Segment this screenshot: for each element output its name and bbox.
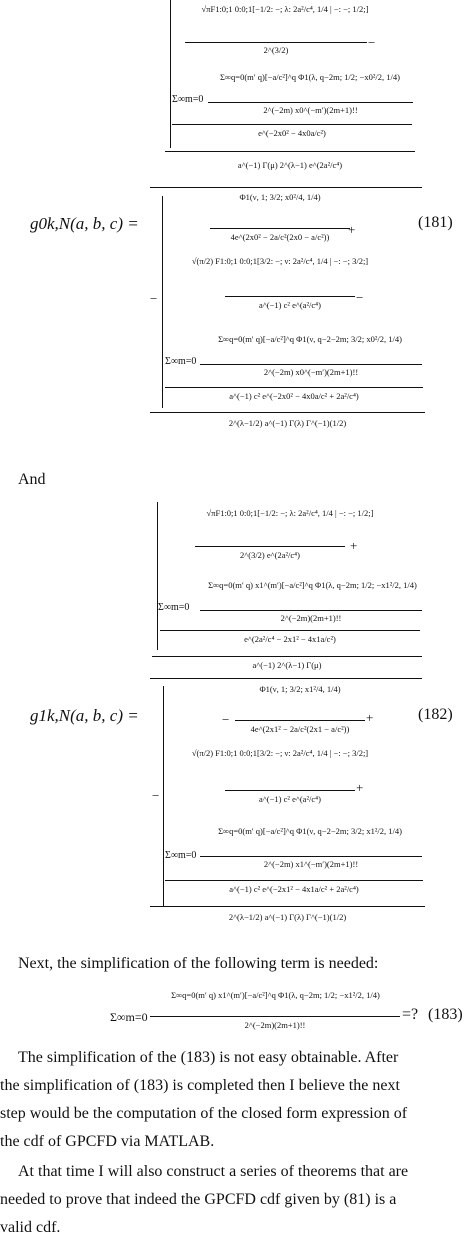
fraction-bar bbox=[150, 412, 425, 413]
fraction-bar bbox=[200, 364, 422, 365]
fraction-bar bbox=[150, 906, 425, 907]
inner-sum-denominator: 2^(−2m)(2m+1)!! bbox=[280, 613, 342, 623]
phi-denominator: 4e^(2x0² − 2a/c²(2x0 − a/c²)) bbox=[230, 232, 330, 242]
fraction-bar bbox=[208, 102, 413, 103]
bracket-rule bbox=[163, 686, 164, 906]
operator-minus: − bbox=[152, 788, 160, 803]
hypergeometric-denominator: a^(−1) c² e^(a²/c⁴) bbox=[259, 794, 321, 804]
hypergeometric-denominator: a^(−1) c² e^(a²/c⁴) bbox=[259, 300, 321, 310]
inner-sum-numerator: Σ∞q=0(m′ q)[−a/c²]^q Φ1(ν, q−2−2m; 3/2; … bbox=[218, 334, 402, 344]
hypergeometric-denominator: 2^(3/2) e^(2a²/c⁴) bbox=[240, 550, 300, 560]
equation-rhs: =? bbox=[402, 1006, 419, 1023]
bracket-rule bbox=[162, 196, 163, 408]
body-text-line: valid cdf. bbox=[0, 1219, 61, 1236]
inner-sum-numerator: Σ∞q=0(m′ q)[−a/c²]^q Φ1(λ, q−2m; 1/2; −x… bbox=[220, 72, 400, 82]
inner-sum-numerator: Σ∞q=0(m′ q) x1^(m′)[−a/c²]^q Φ1(λ, q−2m;… bbox=[208, 580, 417, 590]
inner-sum-numerator: Σ∞q=0(m′ q)[−a/c²]^q Φ1(ν, q−2−2m; 3/2; … bbox=[218, 826, 402, 836]
fraction-bar bbox=[172, 124, 412, 125]
fraction-bar bbox=[210, 228, 350, 229]
phi-denominator: 4e^(2x1² − 2a/c²(2x1 − a/c²)) bbox=[250, 724, 350, 734]
body-text-line: the cdf of GPCFD via MATLAB. bbox=[0, 1133, 215, 1150]
operator-minus: − bbox=[356, 290, 364, 305]
main-fraction-bar bbox=[150, 678, 422, 679]
operator-plus: + bbox=[350, 538, 358, 553]
operator-minus: − bbox=[222, 712, 230, 727]
operator-plus: + bbox=[366, 710, 374, 725]
bracket-rule bbox=[157, 502, 158, 650]
fraction-bar bbox=[152, 656, 422, 657]
bottom-block-denominator: 2^(λ−1/2) a^(−1) Γ(λ) Γ^(−1)(1/2) bbox=[228, 912, 347, 922]
sum-symbol: Σ∞m=0 bbox=[165, 850, 197, 861]
exponential-denominator: e^(2a²/c⁴ − 2x1² − 4x1a/c²) bbox=[244, 634, 336, 644]
top-block-denominator: a^(−1) Γ(μ) 2^(λ−1) e^(2a²/c⁴) bbox=[237, 160, 343, 170]
hypergeometric-numerator: √πF1:0;1 0:0;1[−1/2: −; λ: 2a²/c⁴, 1/4 |… bbox=[201, 4, 369, 14]
body-text-line: At that time I will also construct a ser… bbox=[18, 1163, 409, 1180]
equation-number: (181) bbox=[418, 214, 453, 231]
fraction-bar bbox=[165, 151, 415, 152]
exponential-denominator: a^(−1) c² e^(−2x1² − 4x1a/c² + 2a²/c⁴) bbox=[229, 884, 359, 894]
fraction-bar bbox=[185, 42, 367, 43]
sum-symbol: Σ∞m=0 bbox=[165, 356, 197, 367]
inner-sum-numerator: Σ∞q=0(m′ q) x1^(m′)[−a/c²]^q Φ1(λ, q−2m;… bbox=[171, 990, 380, 1000]
body-text-line: the simplification of (183) is completed… bbox=[0, 1077, 400, 1094]
fraction-bar bbox=[200, 856, 422, 857]
body-text: Next, the simplification of the followin… bbox=[18, 955, 379, 972]
main-fraction-bar bbox=[150, 187, 422, 188]
fraction-bar bbox=[195, 546, 345, 547]
hypergeometric-numerator: √(π/2) F1:0;1 0:0;1[3/2: −; ν: 2a²/c⁴, 1… bbox=[191, 256, 369, 266]
bottom-block-denominator: 2^(λ−1/2) a^(−1) Γ(λ) Γ^(−1)(1/2) bbox=[228, 418, 347, 428]
equation-lhs: g1k,N(a, b, c) = bbox=[30, 706, 139, 725]
fraction-bar bbox=[225, 296, 355, 297]
phi-numerator: Φ1(ν, 1; 3/2; x0²/4, 1/4) bbox=[239, 192, 321, 202]
operator-minus: − bbox=[150, 291, 158, 306]
body-text-line: needed to prove that indeed the GPCFD cd… bbox=[0, 1191, 397, 1208]
body-text: And bbox=[18, 471, 46, 488]
fraction-bar bbox=[160, 630, 420, 631]
fraction-bar bbox=[235, 720, 365, 721]
inner-sum-denominator: 2^(−2m) x0^(−m′)(2m+1)!! bbox=[263, 105, 358, 115]
operator-plus: + bbox=[356, 780, 364, 795]
operator-minus: − bbox=[368, 35, 376, 50]
equation-lhs: g0k,N(a, b, c) = bbox=[30, 214, 139, 233]
hypergeometric-numerator: √(π/2) F1:0;1 0:0;1[3/2: −; ν: 2a²/c⁴, 1… bbox=[191, 748, 369, 758]
phi-numerator: Φ1(ν, 1; 3/2; x1²/4, 1/4) bbox=[259, 684, 341, 694]
fraction-bar bbox=[165, 387, 423, 388]
exponential-denominator: a^(−1) c² e^(−2x0² − 4x0a/c² + 2a²/c⁴) bbox=[229, 391, 359, 401]
bracket-rule bbox=[170, 0, 171, 148]
sum-symbol: Σ∞m=0 bbox=[172, 94, 204, 105]
fraction-bar bbox=[200, 610, 422, 611]
inner-sum-denominator: 2^(−2m) x1^(−m′)(2m+1)!! bbox=[263, 859, 359, 869]
fraction-bar bbox=[165, 880, 423, 881]
operator-plus: + bbox=[348, 222, 356, 237]
sum-symbol: Σ∞m=0 bbox=[158, 602, 190, 613]
inner-sum-denominator: 2^(−2m)(2m+1)!! bbox=[244, 1020, 306, 1030]
hypergeometric-numerator: √πF1:0;1 0:0;1[−1/2: −; λ: 2a²/c⁴, 1/4 |… bbox=[206, 508, 374, 518]
sum-symbol: Σ∞m=0 bbox=[110, 1010, 148, 1024]
fraction-bar bbox=[225, 790, 355, 791]
exponential-denominator: e^(−2x0² − 4x0a/c²) bbox=[258, 128, 326, 138]
equation-number: (183) bbox=[428, 1006, 463, 1023]
equation-number: (182) bbox=[418, 706, 453, 723]
body-text-line: The simplification of the (183) is not e… bbox=[18, 1049, 399, 1066]
top-block-denominator: a^(−1) 2^(λ−1) Γ(μ) bbox=[252, 660, 322, 670]
body-text-line: step would be the computation of the clo… bbox=[0, 1105, 408, 1122]
hypergeometric-denominator: 2^(3/2) bbox=[263, 45, 289, 55]
inner-sum-denominator: 2^(−2m) x0^(−m′)(2m+1)!! bbox=[263, 367, 359, 377]
fraction-bar bbox=[150, 1016, 400, 1017]
